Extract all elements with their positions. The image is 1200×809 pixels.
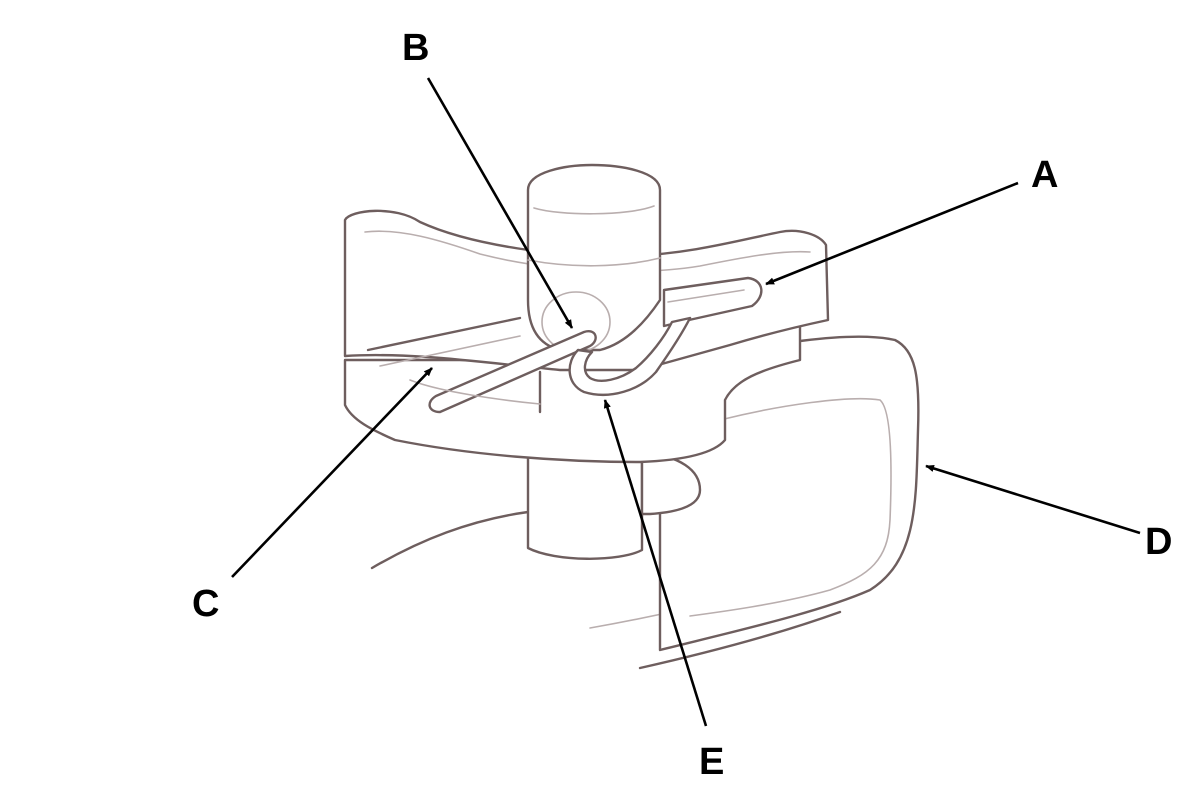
leader-line-e [603, 399, 708, 727]
holder-slot-inner [379, 335, 521, 367]
clip-loop-a [662, 276, 763, 328]
leader-line-a [765, 181, 1019, 286]
callout-label-e: E [699, 741, 725, 783]
callout-label-c: C [192, 583, 220, 625]
holder-slot-edge [366, 316, 522, 352]
callout-label-a: A [1031, 154, 1059, 196]
leader-line-c [231, 367, 433, 578]
slot-inner-edge [409, 379, 541, 405]
leader-line-b [426, 77, 574, 329]
clip-bend-e [568, 316, 692, 396]
clip-loop-a-inner [667, 289, 745, 303]
pin-saddle-line [527, 257, 661, 267]
lower-body-curve [370, 510, 530, 570]
leader-line-d [925, 464, 1141, 535]
bracket-body-d-inner [689, 397, 892, 617]
clip-leg-c [428, 330, 597, 414]
callout-label-b: B [402, 27, 430, 69]
pin-top-inner [533, 205, 655, 215]
pin-shaft-upper [526, 163, 662, 352]
pin-shaft-lower [526, 438, 644, 560]
lower-body-edge [638, 610, 842, 670]
callout-label-d: D [1145, 521, 1173, 563]
